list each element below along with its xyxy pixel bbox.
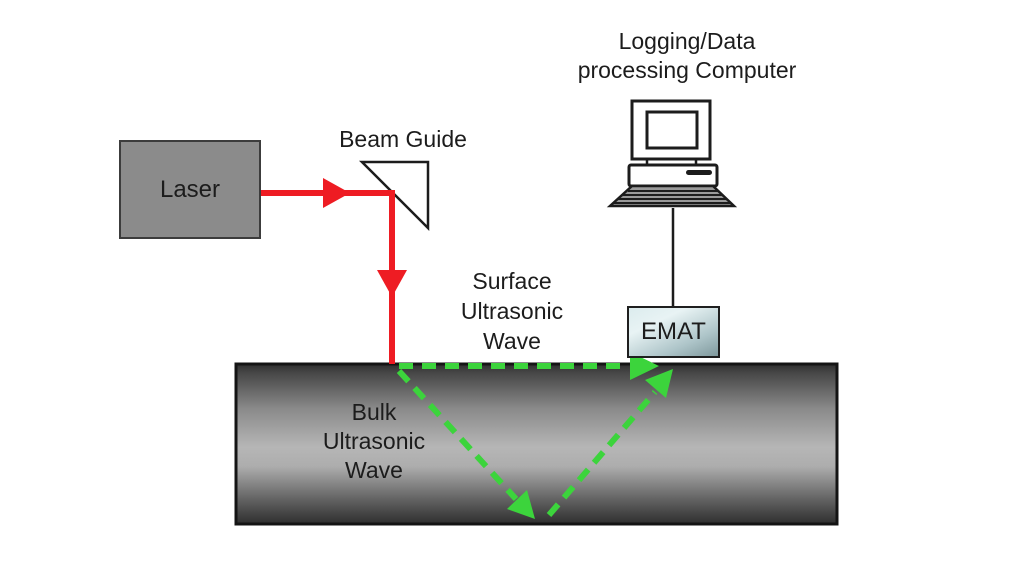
laser-label: Laser: [159, 175, 221, 203]
computer-screen-icon: [645, 110, 699, 150]
computer-slot-icon: [686, 170, 712, 175]
bulk-wave-up-line: [546, 390, 658, 517]
computer-base-icon: [627, 163, 719, 188]
surface-wave-arrow: [399, 352, 659, 380]
bulk-wave-down-arrowhead-icon: [507, 490, 535, 519]
laser-beam-line: [259, 190, 395, 364]
laser-beam-arrowhead-right-icon: [323, 178, 350, 208]
surface-wave-arrowhead-icon: [630, 352, 659, 380]
emat-box: EMAT: [627, 306, 720, 358]
laser-beam-path: [259, 178, 407, 364]
laser-box: Laser: [119, 140, 261, 239]
laser-beam-arrowhead-down-icon: [377, 270, 407, 297]
bulk-wave-up-arrowhead-icon: [645, 369, 673, 398]
computer-icon: [606, 99, 738, 208]
bulk-wave-down-line: [396, 368, 519, 502]
bulk-wave-arrows: [396, 368, 673, 519]
surface-wave-label: Surface Ultrasonic Wave: [460, 268, 564, 354]
emat-label: EMAT: [641, 318, 706, 345]
bulk-wave-label: Bulk Ultrasonic Wave: [322, 399, 426, 483]
beam-guide-label: Beam Guide: [339, 126, 467, 152]
pipe-specimen: [234, 362, 839, 526]
computer-label: Logging/Data processing Computer: [577, 28, 797, 83]
